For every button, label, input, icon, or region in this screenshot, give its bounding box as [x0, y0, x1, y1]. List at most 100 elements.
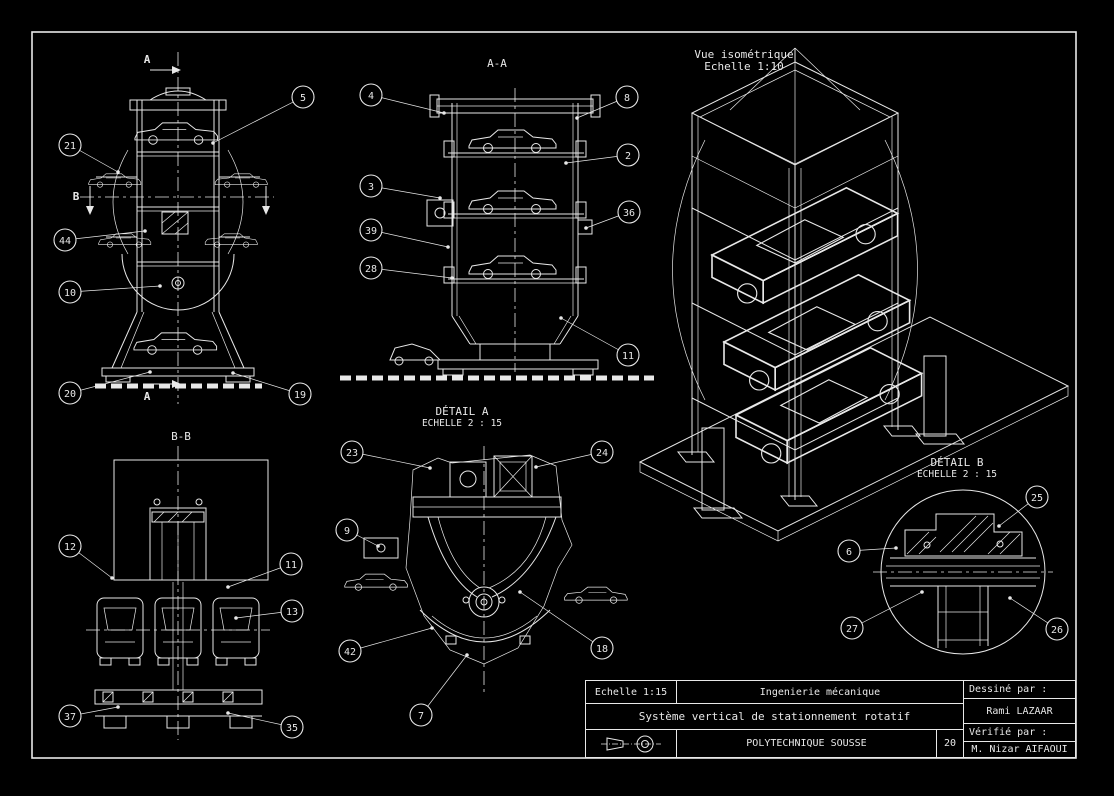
titleblock-sheet-number: 20 [936, 729, 964, 758]
titleblock-drawn-by-name: Rami LAZAAR [963, 698, 1076, 724]
car-silhouette [564, 586, 628, 604]
balloon-12: 12 [58, 534, 114, 580]
titleblock-checked-by-name: M. Nizar AIFAOUI [963, 741, 1076, 758]
car-silhouette [711, 187, 899, 304]
svg-text:13: 13 [286, 607, 298, 618]
balloon-37: 37 [58, 704, 120, 728]
svg-text:24: 24 [596, 448, 608, 459]
svg-text:37: 37 [64, 712, 76, 723]
svg-text:7: 7 [418, 711, 424, 722]
svg-text:11: 11 [622, 351, 634, 362]
svg-text:3: 3 [368, 182, 374, 193]
balloon-35: 35 [226, 711, 304, 739]
projection-symbol-icon [601, 735, 661, 752]
titleblock-drawn-by-label: Dessiné par : [963, 680, 1076, 699]
balloon-9: 9 [335, 518, 380, 548]
svg-text:23: 23 [346, 448, 358, 459]
detail-b-drawing [873, 489, 1053, 655]
section-bb-label: B-B [171, 430, 191, 443]
titleblock-projection-cell [585, 729, 677, 758]
svg-text:25: 25 [1031, 493, 1043, 504]
balloon-10: 10 [58, 280, 162, 304]
section-mark-a-bottom: A [144, 390, 151, 403]
balloon-13: 13 [234, 599, 304, 623]
balloon-39: 39 [359, 218, 450, 249]
car-silhouette [204, 233, 258, 248]
titleblock-institution: POLYTECHNIQUE SOUSSE [676, 729, 937, 758]
balloon-18: 18 [518, 590, 614, 660]
svg-text:28: 28 [365, 264, 377, 275]
svg-text:4: 4 [368, 91, 374, 102]
iso-view-scale: Echelle 1:10 [704, 60, 783, 73]
balloon-23: 23 [340, 440, 432, 470]
balloon-20: 20 [58, 370, 152, 405]
balloon-28: 28 [359, 256, 454, 280]
svg-text:18: 18 [596, 644, 608, 655]
svg-text:12: 12 [64, 542, 76, 553]
car-silhouette [212, 597, 260, 666]
balloon-7: 7 [409, 653, 469, 727]
balloon-44: 44 [53, 228, 147, 252]
detail-a-title: DÉTAIL A [436, 405, 489, 418]
balloon-25: 25 [997, 485, 1049, 528]
car-silhouette [723, 273, 911, 391]
balloon-6: 6 [837, 539, 898, 563]
detail-b-scale: ECHELLE 2 : 15 [917, 469, 997, 480]
balloon-27: 27 [840, 590, 924, 640]
car-silhouette [133, 332, 218, 355]
car-silhouette [134, 122, 219, 145]
car-silhouette [468, 129, 557, 153]
car-silhouette [98, 233, 152, 248]
section-aa-drawing [340, 88, 654, 381]
svg-text:27: 27 [846, 624, 858, 635]
detail-b-title: DÉTAIL B [931, 456, 984, 469]
balloon-26: 26 [1008, 596, 1069, 641]
section-cut-arrows [86, 66, 270, 388]
detail-a-drawing [344, 446, 628, 695]
car-silhouette [96, 597, 144, 666]
section-bb-drawing [86, 446, 270, 740]
balloon-36: 36 [584, 200, 641, 230]
svg-text:36: 36 [623, 208, 635, 219]
balloon-42: 42 [338, 626, 434, 663]
svg-text:39: 39 [365, 226, 377, 237]
car-silhouette [344, 573, 408, 591]
svg-text:6: 6 [846, 547, 852, 558]
balloon-24: 24 [534, 440, 614, 469]
balloon-3: 3 [359, 174, 442, 200]
front-view-drawing [80, 52, 274, 404]
svg-text:8: 8 [624, 93, 630, 104]
svg-text:35: 35 [286, 723, 298, 734]
iso-view-title: Vue isométrique [694, 48, 793, 61]
svg-text:21: 21 [64, 141, 76, 152]
section-mark-b-left: B [73, 190, 80, 203]
svg-text:10: 10 [64, 288, 76, 299]
balloon-2: 2 [564, 143, 640, 167]
svg-text:19: 19 [294, 390, 306, 401]
section-aa-label: A-A [487, 57, 507, 70]
car-silhouette [468, 190, 557, 214]
svg-text:26: 26 [1051, 625, 1063, 636]
balloon-8: 8 [575, 85, 639, 120]
titleblock-scale: Echelle 1:15 [585, 680, 677, 704]
svg-text:42: 42 [344, 647, 356, 658]
svg-text:9: 9 [344, 526, 350, 537]
balloon-21: 21 [58, 133, 120, 174]
sheet-border [31, 31, 1077, 759]
titleblock-drawing-title: Système vertical de stationnement rotati… [585, 703, 964, 730]
svg-text:11: 11 [285, 560, 297, 571]
svg-text:44: 44 [59, 236, 71, 247]
balloon-11: 11 [226, 552, 303, 589]
car-silhouette [468, 255, 557, 279]
svg-text:20: 20 [64, 389, 76, 400]
balloon-5: 5 [211, 85, 315, 145]
svg-text:5: 5 [300, 93, 306, 104]
isometric-view-drawing [638, 47, 1070, 542]
balloon-4: 4 [359, 83, 446, 115]
balloon-11: 11 [559, 316, 640, 367]
section-mark-a-top: A [144, 53, 151, 66]
titleblock-discipline: Ingenierie mécanique [676, 680, 964, 704]
